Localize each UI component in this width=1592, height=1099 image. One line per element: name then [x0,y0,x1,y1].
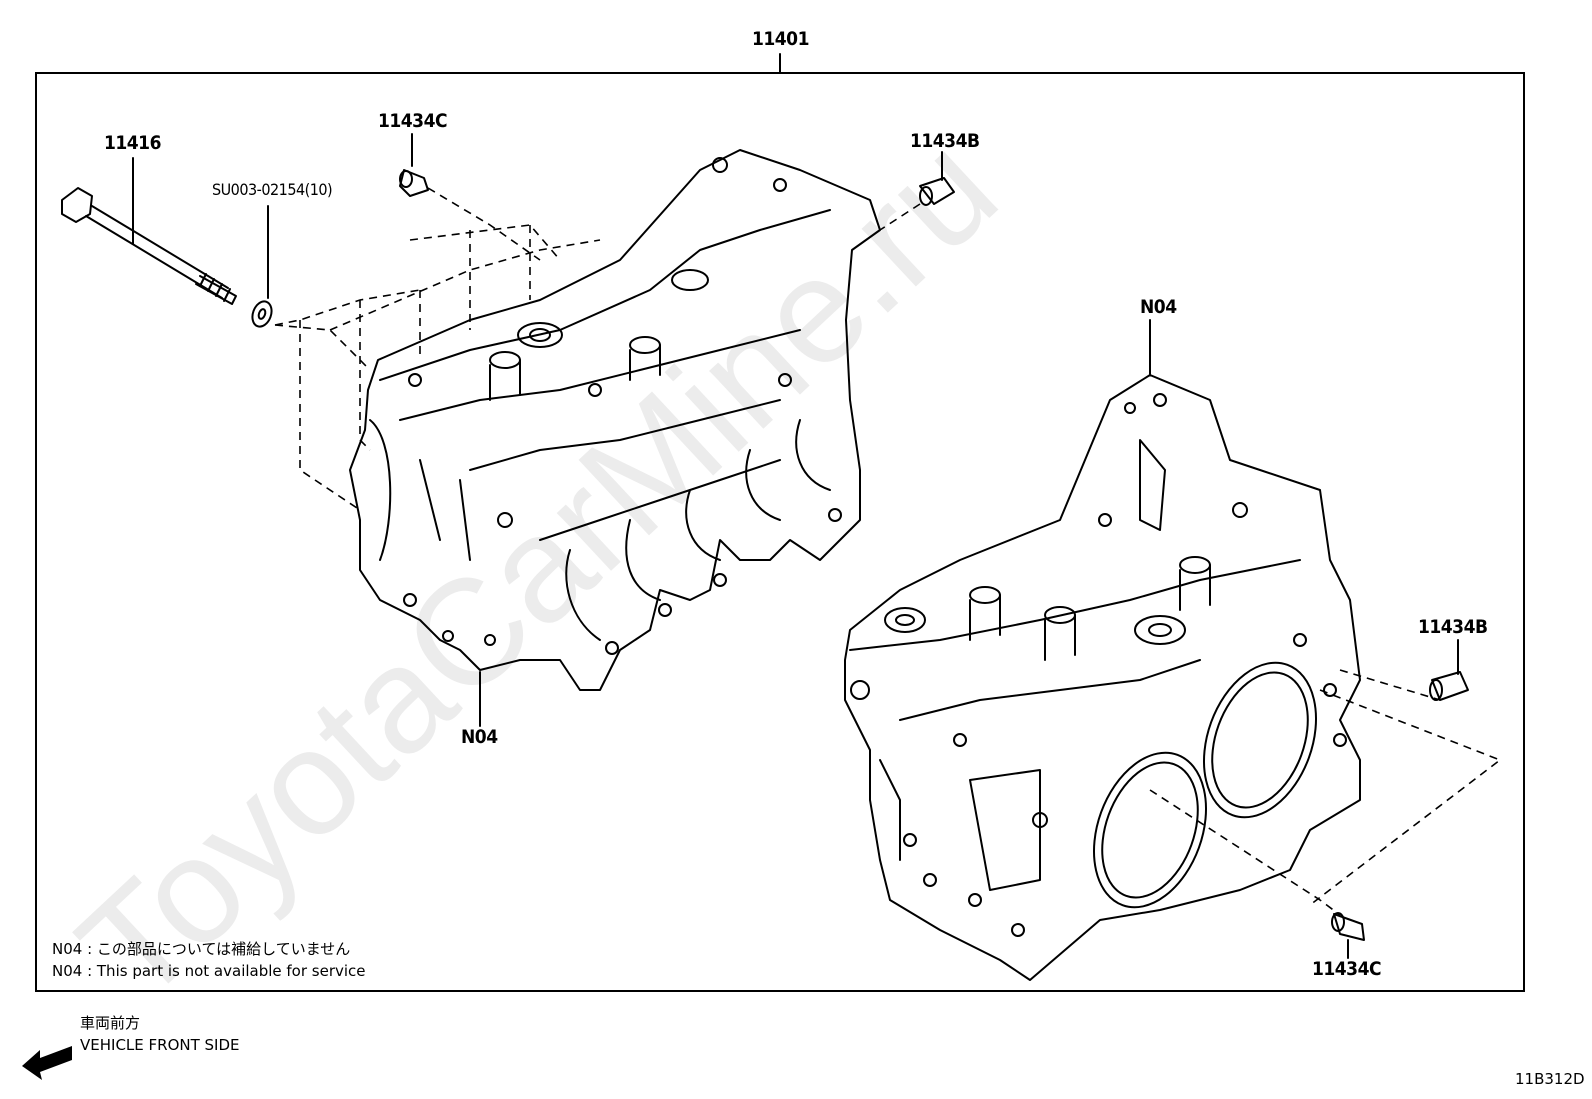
note-jp: N04 : この部品については補給していません [52,940,351,958]
pin-11434c-bottom[interactable] [1331,912,1365,941]
pin-11434b-top[interactable] [919,177,955,206]
direction-en: VEHICLE FRONT SIDE [80,1036,240,1054]
pin-11434c-top[interactable] [399,169,429,197]
label-n04-right[interactable]: N04 [1140,296,1177,318]
direction-jp: 車両前方 [80,1014,141,1032]
washer-su003[interactable] [249,299,275,330]
engine-block-left-half[interactable] [349,149,881,691]
diagram-code: 11B312D [1515,1070,1585,1088]
pin-11434b-right[interactable] [1429,671,1469,701]
label-pin-c-top[interactable]: 11434C [378,110,448,132]
label-pin-c-bottom[interactable]: 11434C [1312,958,1382,980]
engine-block-right-half[interactable] [844,374,1361,981]
label-n04-left[interactable]: N04 [461,726,498,748]
label-pin-b-top[interactable]: 11434B [910,130,980,152]
note-en: N04 : This part is not available for ser… [52,962,366,980]
bolt-11416[interactable] [61,187,237,305]
dashed-guides [274,187,1502,916]
front-arrow-icon [22,1046,72,1080]
label-pin-b-right[interactable]: 11434B [1418,616,1488,638]
label-assembly[interactable]: 11401 [752,28,809,50]
label-washer[interactable]: SU003-02154(10) [212,180,333,199]
label-bolt[interactable]: 11416 [104,132,161,154]
